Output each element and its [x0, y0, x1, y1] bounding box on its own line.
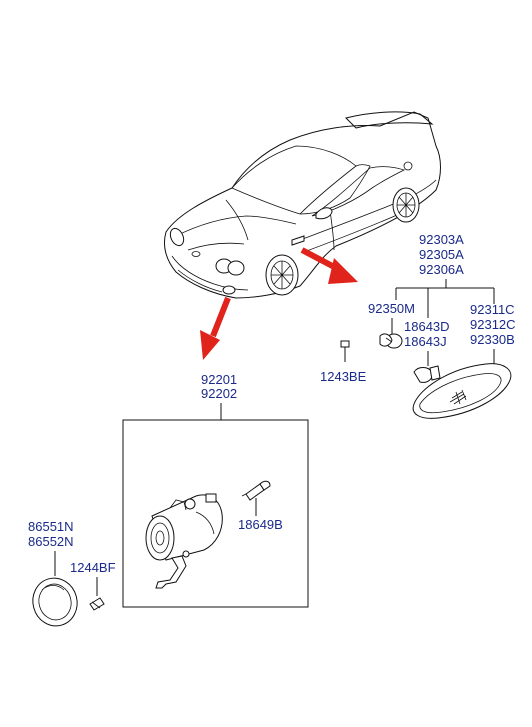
side-bulb: [413, 365, 441, 383]
car-illustration: [163, 111, 441, 299]
arrow-to-fog-lamp: [200, 296, 231, 360]
label-18649b: 18649B: [238, 517, 283, 532]
fog-bulb: [241, 480, 271, 516]
label-92330b: 92330B: [470, 332, 515, 347]
fog-screw: [89, 597, 105, 611]
label-86551n: 86551N: [28, 519, 74, 534]
side-screw: [340, 340, 350, 362]
fog-lamp-assembly: [145, 493, 223, 589]
label-92305a: 92305A: [419, 247, 464, 262]
label-86552n: 86552N: [28, 534, 74, 549]
label-1244bf: 1244BF: [70, 560, 116, 575]
label-18643j: 18643J: [404, 334, 447, 349]
label-92311c: 92311C: [470, 302, 515, 317]
fog-lamp-box: [122, 419, 309, 608]
side-socket: [379, 333, 403, 349]
label-18643d: 18643D: [404, 319, 450, 334]
fog-cover: [32, 577, 78, 627]
arrow-to-side-repeater: [300, 247, 358, 284]
label-92303a: 92303A: [419, 232, 464, 247]
label-92201: 92201: [201, 372, 237, 387]
label-1243be: 1243BE: [320, 369, 367, 384]
label-92202: 92202: [201, 386, 237, 401]
label-92350m: 92350M: [368, 301, 415, 316]
label-92312c: 92312C: [470, 317, 516, 332]
side-repeater-lens: [412, 363, 512, 419]
label-92306a: 92306A: [419, 262, 464, 277]
